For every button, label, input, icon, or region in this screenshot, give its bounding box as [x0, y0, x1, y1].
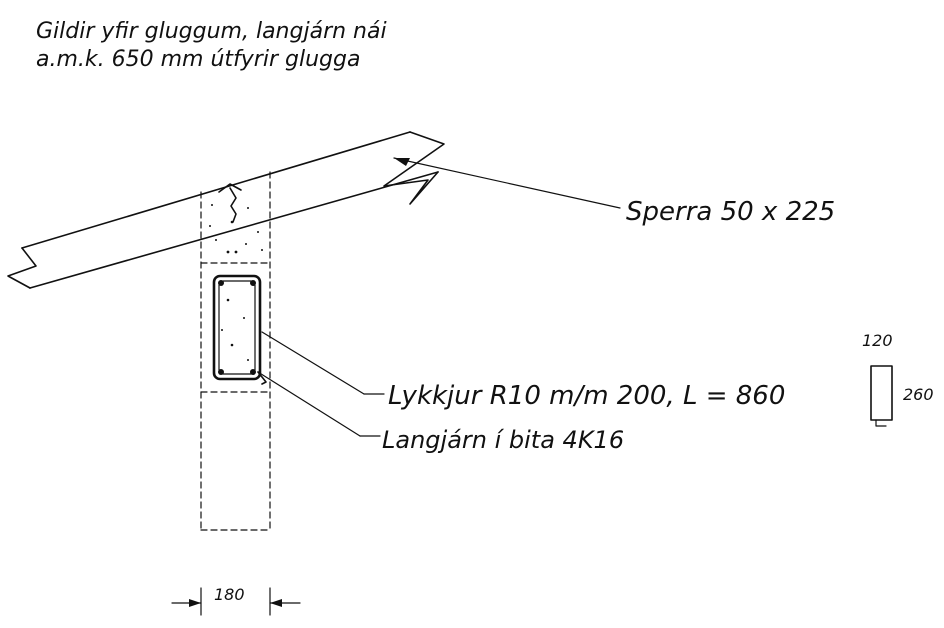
- concrete-wall: [200, 171, 271, 531]
- rebar-bar: [250, 280, 256, 286]
- rebar-bar: [218, 369, 224, 375]
- concrete-hatching: [209, 204, 263, 361]
- rafter-beam: [7, 131, 445, 289]
- wall-width-label: 180: [214, 585, 245, 604]
- stirrup-height-label: 260: [903, 385, 934, 404]
- longitudinal-rebar-label: Langjárn í bita 4K16: [382, 426, 624, 454]
- note-line-1: Gildir yfir gluggum, langjárn nái: [36, 19, 387, 44]
- stirrup-section: [212, 274, 267, 385]
- note-line-2: a.m.k. 650 mm útfyrir glugga: [36, 47, 360, 72]
- rafter-label: Sperra 50 x 225: [626, 197, 835, 227]
- leader-lines: [257, 157, 621, 437]
- nail-fixing: [218, 183, 242, 223]
- rebar-bar: [250, 369, 256, 375]
- stirrup-shape-symbol: [870, 365, 893, 427]
- rebar-bar: [218, 280, 224, 286]
- stirrup-label: Lykkjur R10 m/m 200, L = 860: [388, 381, 785, 411]
- stirrup-width-label: 120: [862, 331, 893, 350]
- wall-width-dimension: [171, 587, 301, 616]
